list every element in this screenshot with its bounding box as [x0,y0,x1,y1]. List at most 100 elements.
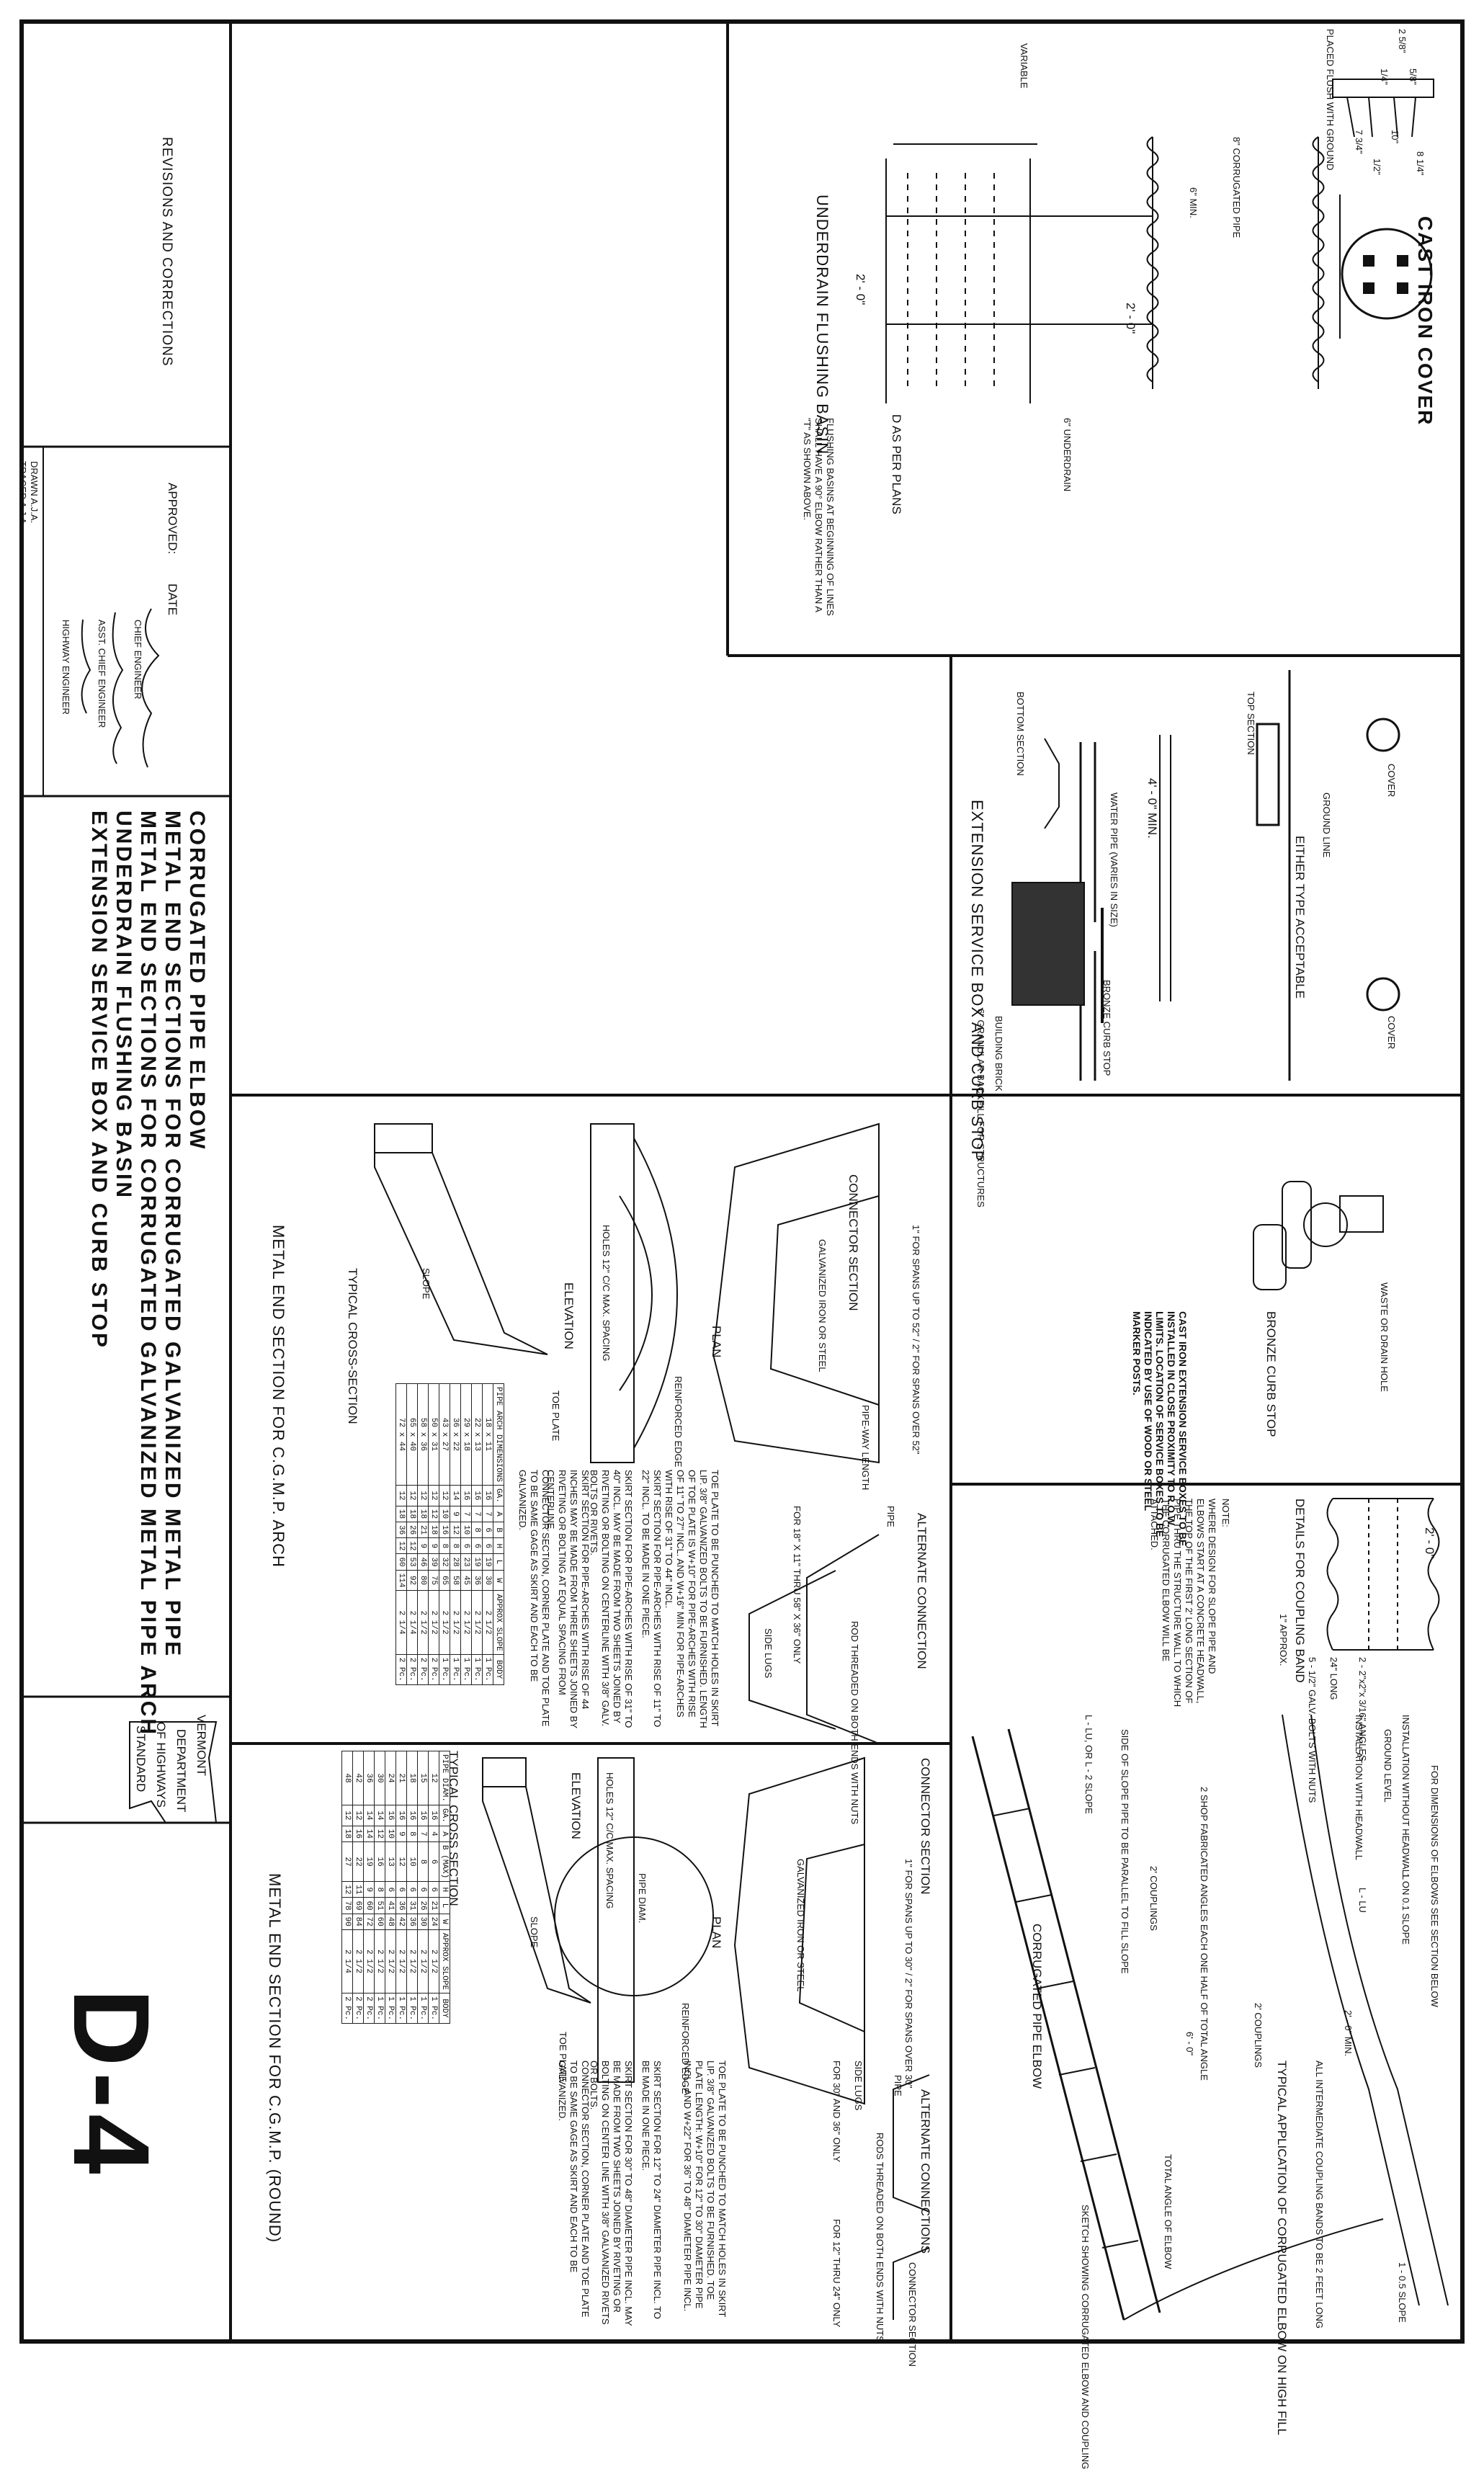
dim-1-4: 1/4" [1379,68,1390,85]
install-with: INSTALLATION WITH HEADWALL [1354,1715,1364,1861]
arch-table-cell: 50 x 31 [428,1383,439,1486]
arch-table-cell: 29 x 18 [460,1383,472,1486]
either-type-label: EITHER TYPE ACCEPTABLE [1293,836,1307,999]
round-table-cell: 2 1/2 [374,1929,385,1993]
flushing-basin-note: FLUSHING BASINS AT BEGINNING OF LINES SH… [802,418,836,616]
arch-table-cell: 43 x 27 [439,1383,450,1486]
min-4ft-label: 4' - 0" MIN. [1145,778,1159,839]
arch-table-cell: 36 [471,1570,483,1591]
round-elevation: ELEVATION [569,1772,583,1839]
arch-table-cell: 65 [439,1570,450,1591]
round-table-cell: 9 [363,1881,375,1898]
arch-table-cell: 2 1/2 [450,1590,461,1655]
arch-table-cell: 12 [428,1506,439,1522]
arch-alt-rod: ROD THREADED ON BOTH ENDS WITH NUTS [849,1621,860,1825]
round-note-2: SKIRT SECTION FOR 12" TO 24" DIAMETER PI… [640,2061,663,2319]
arch-table-cell: 58 x 36 [417,1383,429,1486]
arch-table-head-cell: GA. [493,1485,504,1506]
round-spans-note: 1" FOR SPANS UP TO 30" / 2" FOR SPANS OV… [903,1859,914,2089]
round-table-head-cell: A [439,1826,450,1842]
round-table-cell: 12 [374,1826,385,1842]
round-table-cell: 12 [428,1751,439,1805]
round-plan: PLAN [710,1916,723,1949]
arch-section-drawing [374,1122,880,1744]
round-table-cell: 22 [352,1841,364,1882]
arch-table-cell: 92 [406,1570,418,1591]
arch-table-cell: 58 [450,1570,461,1591]
round-alt-connections: ALTERNATE CONNECTIONS [918,2089,932,2254]
arch-typical-cross: TYPICAL CROSS-SECTION [346,1268,359,1424]
ground-line-label: GROUND LINE [1321,793,1332,858]
round-table-cell: 2 1/2 [385,1929,396,1993]
arch-table-cell: 16 [482,1485,493,1506]
round-table-head-cell: W [439,1914,450,1930]
fabricated-angles: 2 SHOP FABRICATED ANGLES EACH ONE HALF O… [1199,1787,1210,2081]
arch-table-cell: 36 [395,1522,407,1538]
round-table-cell: 24 [428,1914,439,1930]
round-table-cell: 2 1/2 [428,1929,439,1993]
bottom-section-label: BOTTOM SECTION [1015,692,1026,776]
arch-table-cell: 8 [450,1537,461,1554]
elbow-sketch-note: SKETCH SHOWING CORRUGATED ELBOW AND COUP… [1080,2205,1091,2469]
round-table-cell: 9 [395,1826,407,1842]
water-pipe-label: WATER PIPE (VARIES IN SIZE) [1109,793,1119,927]
arch-alt-range: FOR 18" X 11" THRU 58" X 36" ONLY [792,1506,803,1664]
traced-by: TRACED A.J.A. [17,461,28,527]
elbow-for-dims: FOR DIMENSIONS OF ELBOWS SEE SECTION BEL… [1429,1765,1440,2007]
elbow-title: CORRUGATED PIPE ELBOW [1030,1924,1044,2089]
round-table-cell: 31 [406,1897,418,1914]
round-table-cell: 2 1/2 [417,1929,429,1993]
round-table-cell: 1 Pc. [385,1993,396,2024]
all-couplings: ALL INTERMEDIATE COUPLING BANDS TO BE 2 … [1314,2061,1325,2329]
approval-signatures [81,608,160,768]
arch-table-cell: 10 [460,1522,472,1538]
sheet-number: D-4 [51,1988,172,2180]
round-table-cell: 48 [385,1914,396,1930]
arch-table-head-cell: PIPE ARCH DIMENSIONS [493,1383,504,1486]
round-table-cell: 84 [352,1914,364,1930]
round-table-head-cell: PIPE DIAM. [439,1751,450,1805]
arch-table-cell: 6 [471,1537,483,1554]
total-angle: TOTAL ANGLE OF ELBOW [1163,2154,1174,2269]
l-lu-slope: L - LU, OR L - 2 SLOPE [1083,1715,1094,1814]
round-table-cell: 36 [395,1897,407,1914]
arch-table-cell: 12 [417,1485,429,1506]
arch-table-cell: 18 [406,1506,418,1522]
round-section-title: METAL END SECTION FOR C.G.M.P. (ROUND) [266,1873,284,2243]
round-table-cell: 1 Pc. [428,1993,439,2024]
arch-table-cell: 9 [428,1537,439,1554]
round-table-cell: 21 [395,1751,407,1805]
waste-drain-label: WASTE OR DRAIN HOLE [1379,1282,1390,1392]
round-table-cell: 14 [363,1826,375,1842]
title-line-2: METAL END SECTIONS FOR CORRUGATED GALVAN… [161,811,184,1658]
title-line-4: UNDERDRAIN FLUSHING BASIN [112,811,135,1200]
round-table-cell: 42 [352,1751,364,1805]
coupling-details-title: DETAILS FOR COUPLING BAND [1293,1499,1307,1683]
arch-table-cell: 1 Pc. [482,1654,493,1685]
arch-note-5: CONNECTOR SECTION, CORNER PLATE AND TOE … [517,1470,551,1727]
arch-table-cell: 12 [428,1485,439,1506]
arch-table-cell: 39 [428,1553,439,1571]
round-holes: HOLES 12" C/C MAX. SPACING [604,1772,615,1909]
ground-level: GROUND LEVEL [1382,1729,1393,1803]
arch-elevation: ELEVATION [562,1282,576,1349]
arch-note-2: SKIRT SECTION FOR PIPE-ARCHES WITH RISE … [640,1470,663,1728]
arch-table-cell: 21 [417,1522,429,1538]
round-table-cell: 14 [363,1805,375,1826]
round-table-cell: 6 [385,1881,396,1898]
dim-5-8: 5/8" [1408,68,1418,85]
install-without: INSTALLATION WITHOUT HEADWALL [1400,1715,1411,1880]
round-table-cell: 8 [417,1841,429,1882]
arch-table-cell: 53 [406,1553,418,1571]
round-table-cell: 1 Pc. [374,1993,385,2024]
title-line-5: EXTENSION SERVICE BOX AND CURB STOP [87,811,111,1349]
arch-table-cell: 22 x 13 [471,1383,483,1486]
round-table-cell: 14 [374,1805,385,1826]
